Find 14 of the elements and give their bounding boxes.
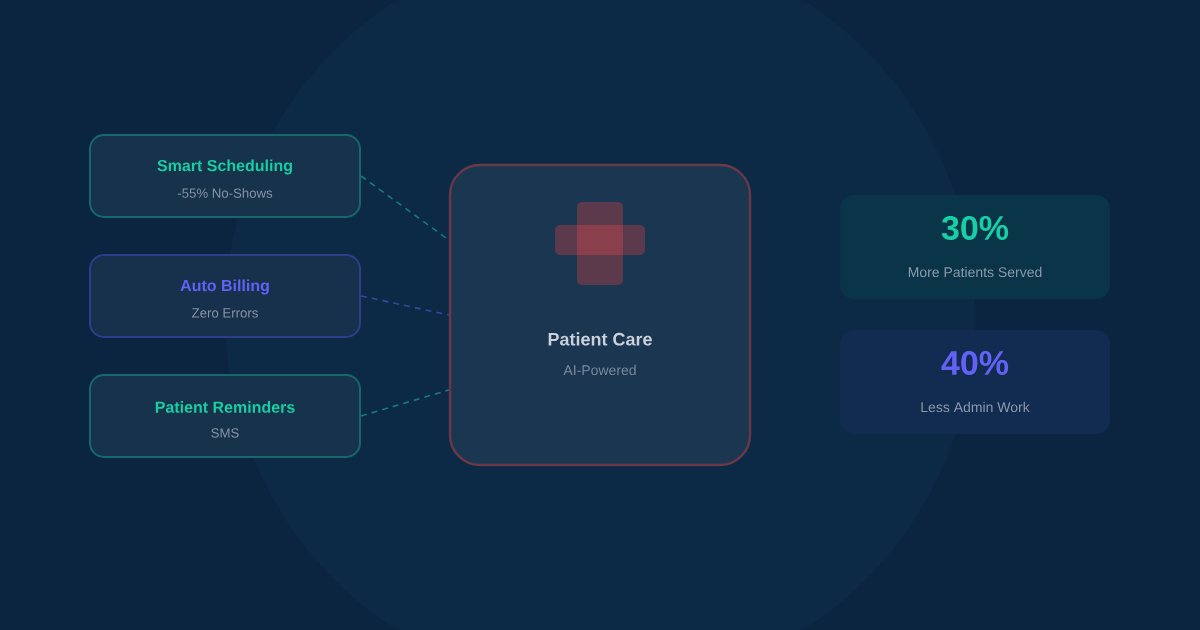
box-title: Smart Scheduling — [157, 159, 292, 175]
box-subtitle: Zero Errors — [192, 308, 258, 318]
box-subtitle: SMS — [211, 428, 239, 438]
connector-line — [360, 295, 450, 316]
stat-label: Less Admin Work — [921, 401, 1030, 413]
box-title: Patient Care — [548, 332, 652, 346]
box-subtitle: AI-Powered — [563, 364, 636, 376]
box-title: Auto Billing — [180, 279, 269, 295]
stat-value: 30% — [941, 215, 1009, 241]
box-subtitle: -55% No-Shows — [177, 188, 273, 198]
connector-line — [360, 389, 450, 417]
stat-value: 40% — [941, 350, 1009, 376]
stat-label: More Patients Served — [908, 266, 1042, 278]
box-title: Patient Reminders — [155, 401, 295, 413]
